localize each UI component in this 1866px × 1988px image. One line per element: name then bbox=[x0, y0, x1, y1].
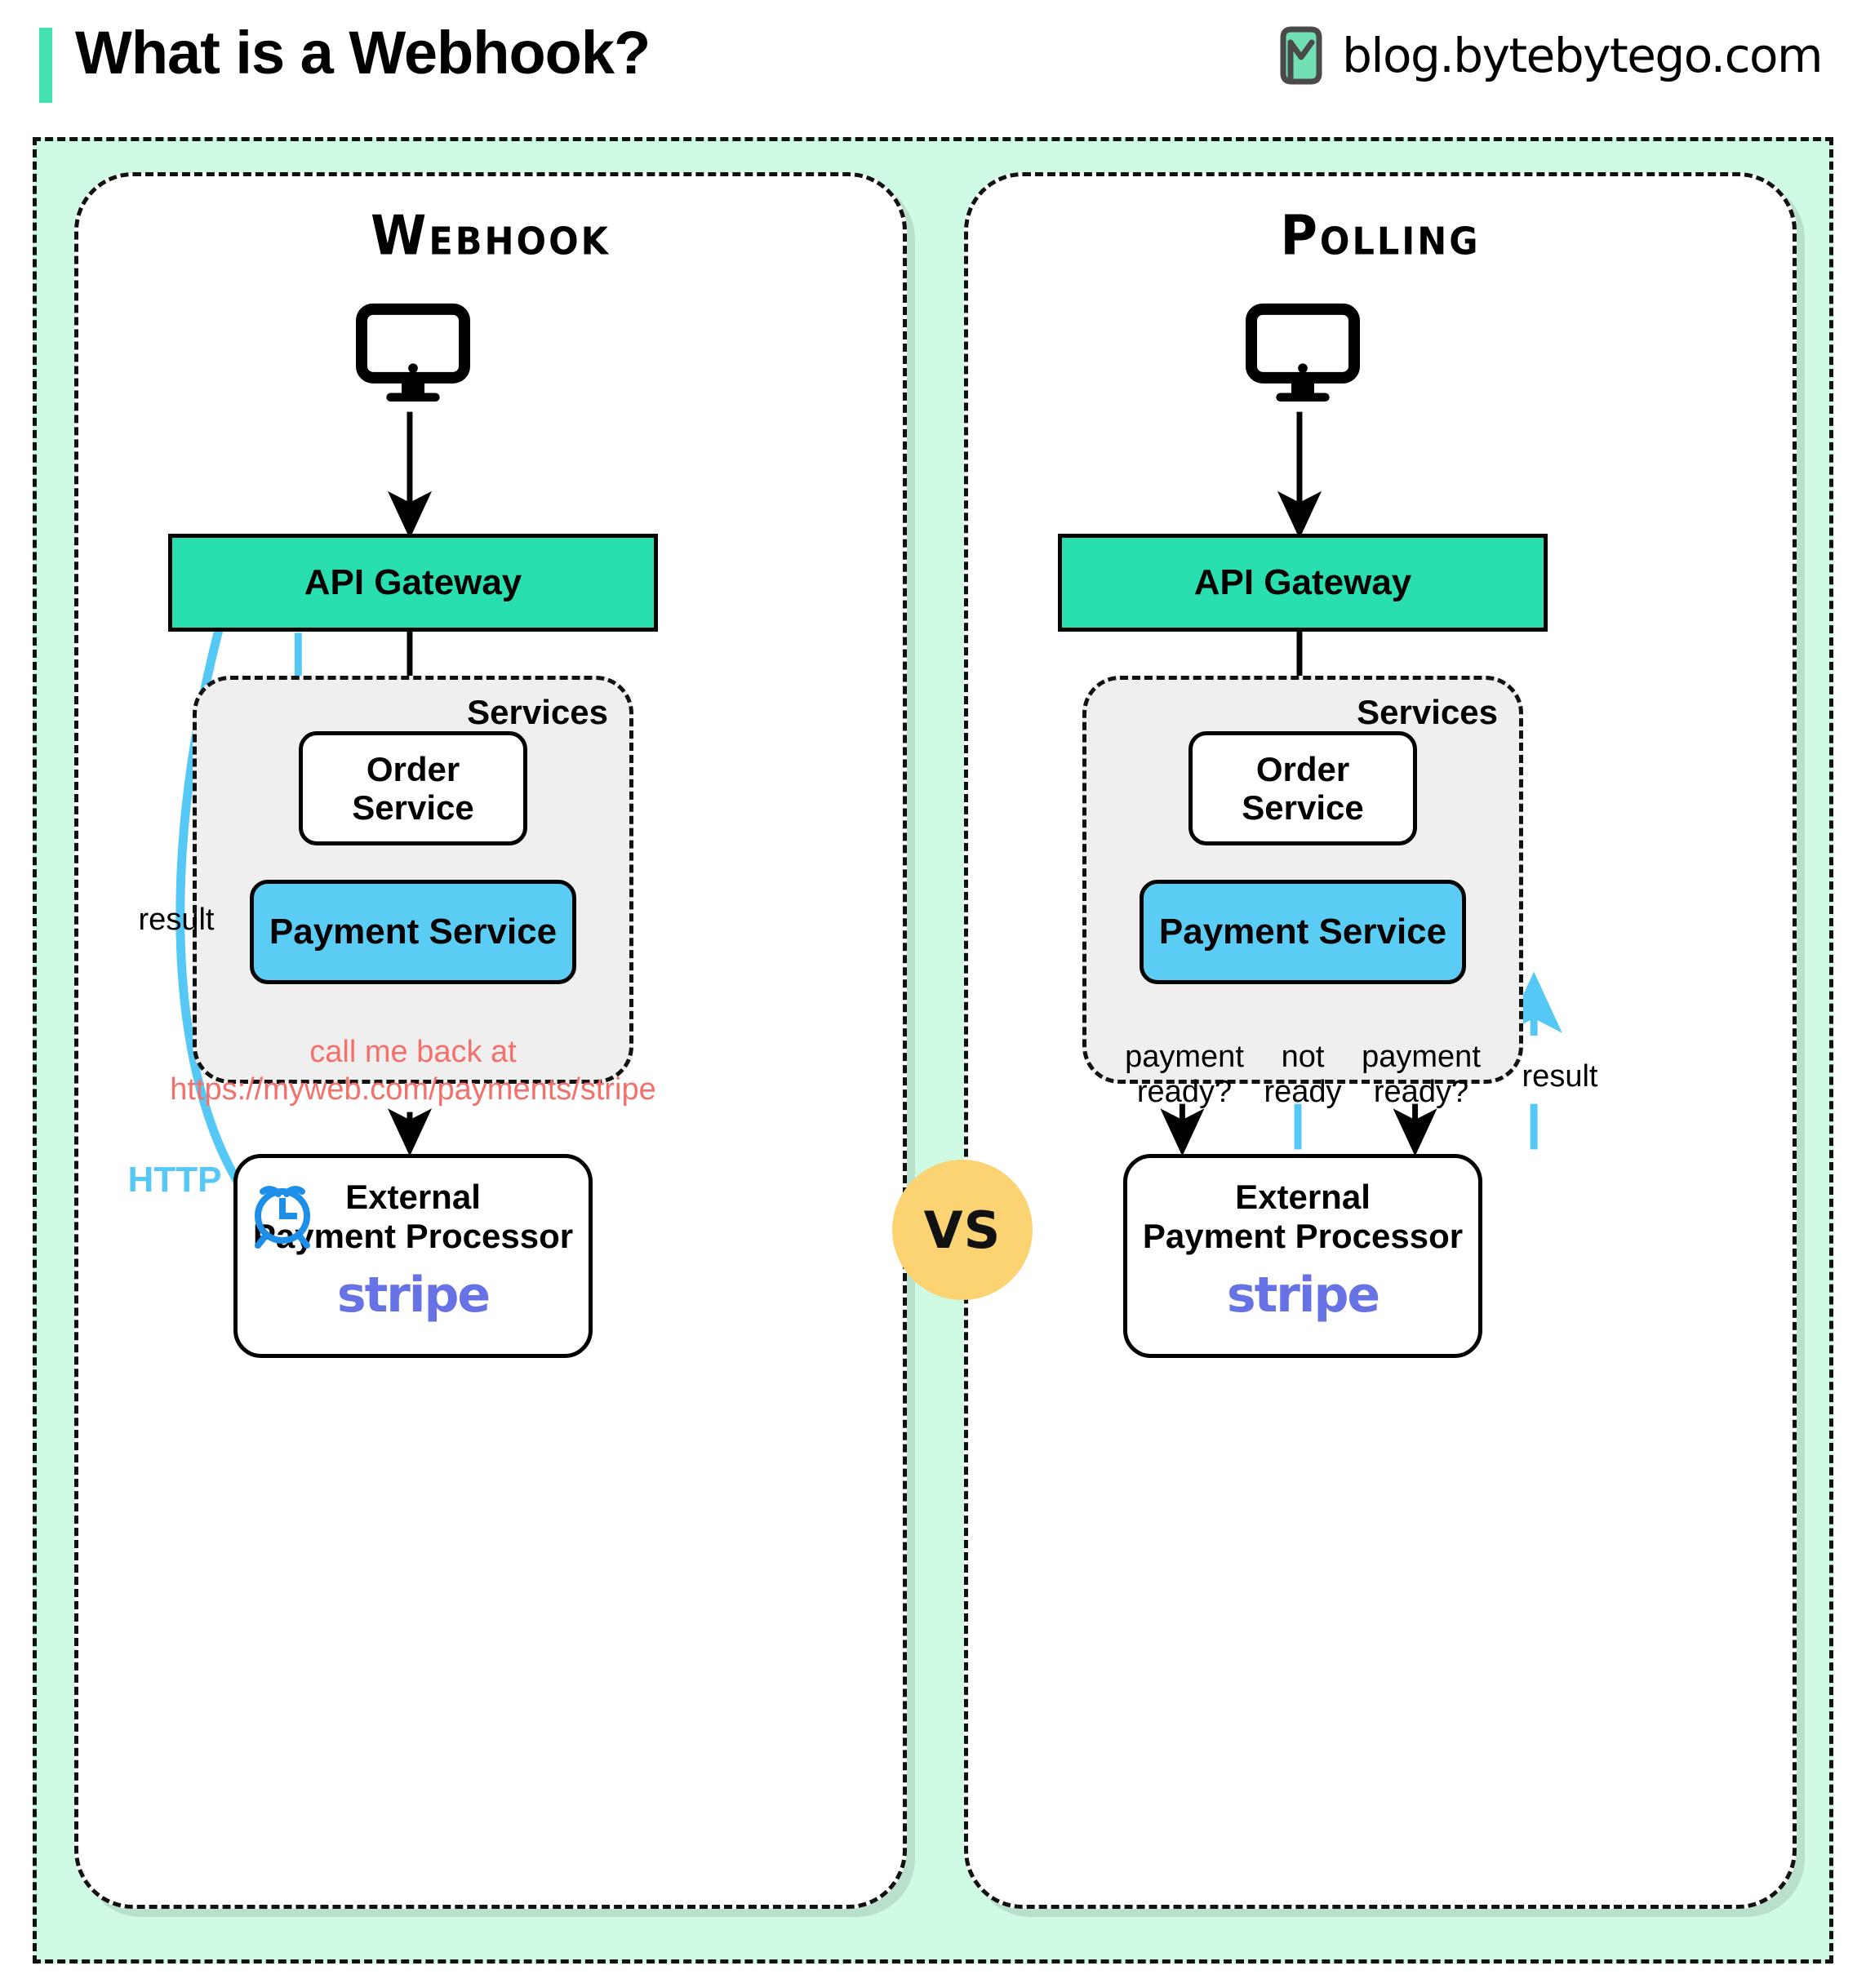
monitor-icon bbox=[1246, 303, 1360, 402]
title-accent-bar bbox=[39, 28, 52, 103]
payment-service-box[interactable]: Payment Service bbox=[250, 880, 576, 984]
poll-request-1-line2: ready? bbox=[1136, 1074, 1233, 1109]
order-service-box[interactable]: Order Service bbox=[1188, 731, 1417, 845]
order-service-box[interactable]: Order Service bbox=[299, 731, 527, 845]
poll-request-1-label: payment ready? bbox=[1111, 1040, 1258, 1109]
alarm-clock-icon bbox=[255, 1186, 310, 1249]
callback-line2: https://myweb.com/payments/stripe bbox=[170, 1072, 656, 1107]
panel-webhook: Webhook bbox=[74, 172, 907, 1909]
http-label: HTTP bbox=[127, 1160, 222, 1200]
panel-title-webhook: Webhook bbox=[371, 203, 611, 268]
callback-url-note: call me back at https://myweb.com/paymen… bbox=[127, 1033, 699, 1109]
poll-response-1-label: not ready bbox=[1246, 1040, 1360, 1109]
monitor-icon bbox=[356, 303, 470, 402]
order-service-line2: Service bbox=[1242, 788, 1364, 827]
panel-polling: Polling bbox=[964, 172, 1797, 1909]
poll-request-1-line1: payment bbox=[1125, 1040, 1244, 1074]
stripe-logo: stripe bbox=[1226, 1266, 1380, 1324]
result-label: result bbox=[138, 903, 215, 937]
order-service-line2: Service bbox=[352, 788, 474, 827]
payment-service-box[interactable]: Payment Service bbox=[1140, 880, 1466, 984]
poll-response-1-line2: ready bbox=[1264, 1074, 1342, 1109]
poll-request-2-line2: ready? bbox=[1373, 1074, 1469, 1109]
external-processor-box[interactable]: External Payment Processor stripe bbox=[1123, 1154, 1482, 1358]
brand-text: blog.bytebytego.com bbox=[1342, 28, 1823, 83]
external-line1: External bbox=[345, 1178, 481, 1216]
order-service-line1: Order bbox=[1255, 749, 1350, 788]
api-gateway-box[interactable]: API Gateway bbox=[168, 534, 658, 632]
brand: blog.bytebytego.com bbox=[1275, 24, 1823, 87]
external-line2: Payment Processor bbox=[1142, 1216, 1464, 1255]
panel-title-polling: Polling bbox=[1280, 203, 1481, 268]
services-label: Services bbox=[1357, 693, 1498, 731]
external-line1: External bbox=[1235, 1178, 1371, 1216]
poll-response-1-line1: not bbox=[1281, 1040, 1325, 1074]
page-header: What is a Webhook? blog.bytebytego.com bbox=[0, 0, 1866, 131]
callback-line1: call me back at bbox=[309, 1035, 517, 1069]
poll-request-2-label: payment ready? bbox=[1348, 1040, 1495, 1109]
order-service-line1: Order bbox=[366, 749, 460, 788]
page-title: What is a Webhook? bbox=[75, 19, 651, 87]
api-gateway-box[interactable]: API Gateway bbox=[1058, 534, 1548, 632]
poll-request-2-line1: payment bbox=[1362, 1040, 1481, 1074]
services-label: Services bbox=[467, 693, 608, 731]
bytebytego-logo-icon bbox=[1280, 26, 1322, 85]
vs-badge: VS bbox=[892, 1160, 1033, 1300]
comparison-container: Webhook bbox=[33, 137, 1833, 1964]
poll-response-2-label: result bbox=[1522, 1059, 1598, 1094]
stripe-logo: stripe bbox=[336, 1266, 491, 1324]
